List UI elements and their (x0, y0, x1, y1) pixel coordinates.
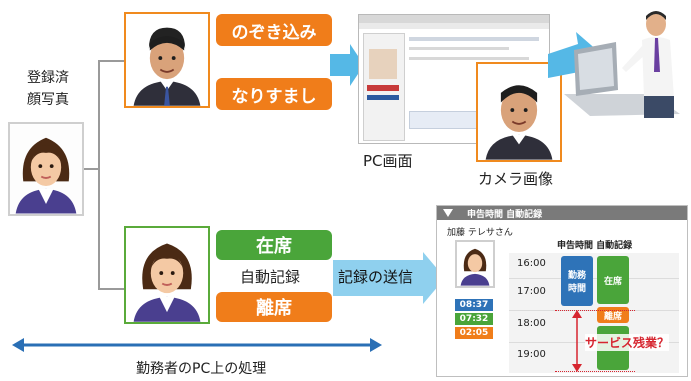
camera-image (476, 62, 562, 162)
scope-double-arrow (12, 338, 382, 352)
office-worker-at-pc-icon (564, 11, 680, 118)
arrow-to-pc-screen (330, 44, 364, 86)
registered-photo-label: 登録済 顔写真 (27, 70, 69, 108)
present-block: 在席 (597, 256, 629, 304)
time-label-1600: 16:00 (517, 258, 546, 269)
overtime-question-label: サービス残業？ (585, 334, 670, 351)
work-time-block: 勤務 時間 (561, 256, 593, 306)
threat-peek-badge: のぞき込み (216, 14, 332, 46)
time-label-1700: 17:00 (517, 286, 546, 297)
record-panel-header (437, 206, 687, 220)
absent-block: 離席 (597, 307, 629, 323)
overtime-dotted-top (555, 310, 635, 311)
connector-trunk (98, 60, 100, 290)
auto-record-label: 自動記録 (240, 268, 301, 286)
connector-bottom-branch (98, 288, 124, 290)
collapse-triangle-icon[interactable] (443, 209, 453, 217)
time-badge-absent: 02:05 (455, 327, 493, 339)
overtime-double-arrow (572, 310, 582, 372)
camera-image-label: カメラ画像 (478, 170, 554, 188)
employee-woman-face-icon (126, 228, 208, 322)
connector-top-branch (98, 60, 124, 62)
time-badge-present: 07:32 (455, 313, 493, 325)
time-label-1800: 18:00 (517, 318, 546, 329)
status-present-badge: 在席 (216, 230, 332, 260)
columns-label: 申告時間 自動記録 (557, 241, 633, 251)
timeline-grid (509, 253, 679, 373)
employee-name: 加藤 テレサさん (447, 228, 513, 238)
record-panel-title: 申告時間 自動記録 (467, 210, 543, 220)
time-label-1900: 19:00 (517, 349, 546, 360)
send-record-arrow (333, 252, 445, 304)
employee-thumbnail (455, 240, 495, 288)
employee-thumb-face-icon (460, 248, 490, 286)
time-badge-work: 08:37 (455, 299, 493, 311)
send-record-label: 記録の送信 (338, 268, 414, 286)
connector-from-photo (84, 168, 100, 170)
pc-screen-label: PC画面 (363, 152, 413, 170)
woman-face-icon (10, 124, 82, 214)
camera-man-face-icon (478, 64, 560, 160)
registered-woman-photo (8, 122, 84, 216)
attendance-record-panel: 申告時間 自動記録 加藤 テレサさん 08:37 07:32 02:05 申告時… (436, 205, 688, 377)
employee-woman-photo (124, 226, 210, 324)
overtime-dotted-bottom (555, 371, 635, 372)
scope-label: 勤務者のPC上の処理 (136, 361, 267, 377)
threat-impersonation-badge: なりすまし (216, 78, 332, 110)
status-absent-badge: 離席 (216, 292, 332, 322)
man-face-icon (126, 14, 208, 106)
man-photo (124, 12, 210, 108)
